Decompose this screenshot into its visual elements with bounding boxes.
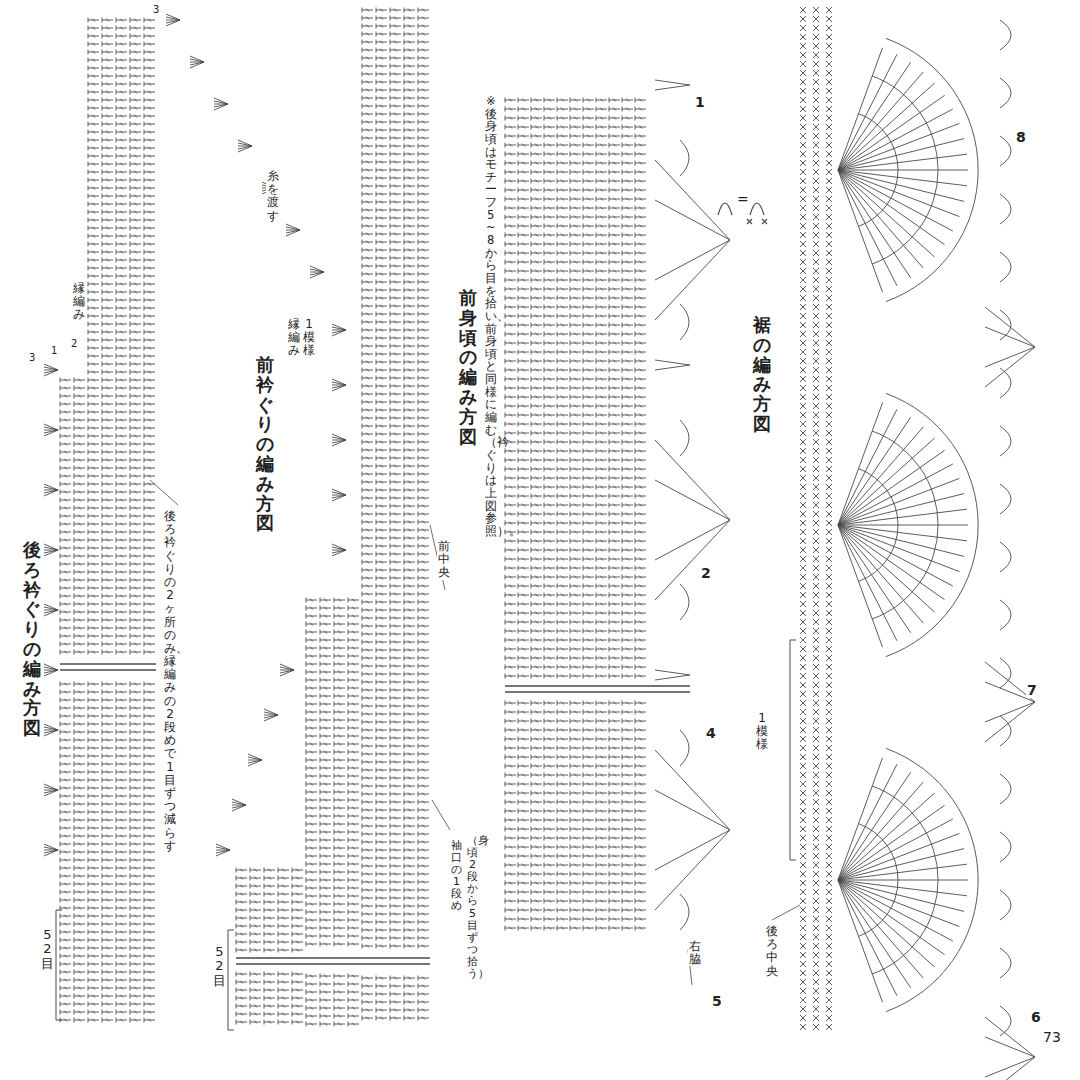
- stitch-symbols: [44, 7, 1035, 1080]
- vertical-label: 52目: [212, 945, 227, 988]
- vertical-label: 縁編み: [287, 318, 301, 358]
- callout-number: 4: [705, 726, 717, 741]
- repeat-bracket: [790, 640, 796, 860]
- vertical-label: 前身頃の編み方図: [458, 288, 478, 446]
- vertical-label: 前衿ぐりの編み方図: [255, 355, 275, 533]
- callout-number: 5: [711, 994, 723, 1009]
- vertical-label: 後ろ衿ぐりの編み方図: [22, 540, 42, 738]
- leader-line: [150, 480, 800, 985]
- callout-number: =: [736, 192, 750, 207]
- front-body-stitches: [505, 80, 730, 931]
- vertical-label: ※後身頃はモチーフ5~8から目を拾い、前身頃と同様に編む（衿ぐりは上図参照）。: [484, 95, 498, 537]
- callout-number: 6: [1030, 1010, 1042, 1025]
- vertical-label: 裾の編み方図: [752, 315, 772, 434]
- vertical-label: 右脇: [688, 940, 702, 966]
- front-neckline-stitches: [166, 8, 429, 1027]
- vertical-label: （身頃2段から5目ずつ拾う）: [466, 835, 479, 980]
- vertical-label: 1模様: [755, 712, 769, 752]
- hem-stitches: [800, 7, 1035, 1080]
- back-neckline-stitches: [44, 18, 155, 1023]
- callout-number: 73: [1042, 1030, 1062, 1045]
- callout-number: 2: [700, 566, 712, 581]
- callout-number: 8: [1015, 130, 1027, 145]
- vertical-label: 後ろ衿ぐりの2ヶ所のみ、縁編みの2段めで1目ずつ減らす: [163, 510, 177, 853]
- vertical-label: 糸を渡す: [266, 170, 280, 223]
- vertical-label: 縁編み: [72, 282, 86, 322]
- vertical-label: 袖口の1段め: [450, 840, 463, 913]
- callout-number: 3: [28, 352, 36, 363]
- callout-number: 3: [152, 4, 160, 15]
- callout-number: 7: [1026, 683, 1038, 698]
- omission-line: [60, 664, 156, 670]
- callout-number: 1: [50, 345, 58, 356]
- vertical-label: 1模様: [302, 318, 316, 358]
- omission-line: [236, 958, 430, 964]
- vertical-label: 52目: [40, 928, 55, 971]
- omission-line: [505, 686, 690, 692]
- count-bracket: [56, 910, 62, 1020]
- callout-number: 1: [694, 95, 706, 110]
- vertical-label: 後ろ中央: [765, 925, 779, 978]
- vertical-label: 前中央: [437, 540, 451, 580]
- count-bracket: [228, 930, 234, 1030]
- callout-number: 2: [70, 338, 78, 349]
